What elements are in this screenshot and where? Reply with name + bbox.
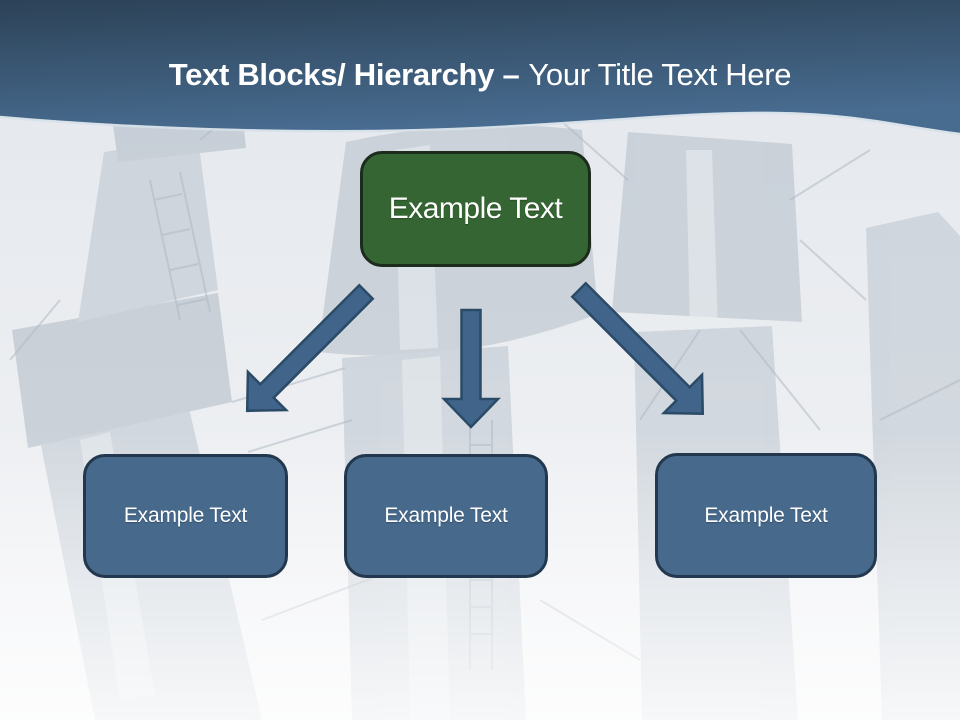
slide-title: Text Blocks/ Hierarchy – Your Title Text… bbox=[0, 0, 960, 150]
header-band bbox=[0, 0, 960, 136]
child-node-3-label: Example Text bbox=[704, 503, 828, 527]
title-regular-segment: Your Title Text Here bbox=[528, 57, 792, 92]
child-node-1: Example Text bbox=[83, 454, 288, 578]
arrow-down-icon bbox=[441, 308, 501, 429]
parent-node-label: Example Text bbox=[388, 192, 563, 225]
arrow-down-right-icon bbox=[570, 281, 705, 416]
child-node-3: Example Text bbox=[655, 453, 877, 578]
wave-highlight-line bbox=[0, 111, 960, 136]
arrow-down-left-icon bbox=[245, 283, 375, 413]
title-bold-segment: Text Blocks/ Hierarchy – bbox=[168, 57, 520, 92]
child-node-1-label: Example Text bbox=[123, 504, 248, 527]
parent-node: Example Text bbox=[360, 151, 591, 267]
child-node-2: Example Text bbox=[344, 454, 548, 578]
child-node-2-label: Example Text bbox=[384, 504, 508, 527]
